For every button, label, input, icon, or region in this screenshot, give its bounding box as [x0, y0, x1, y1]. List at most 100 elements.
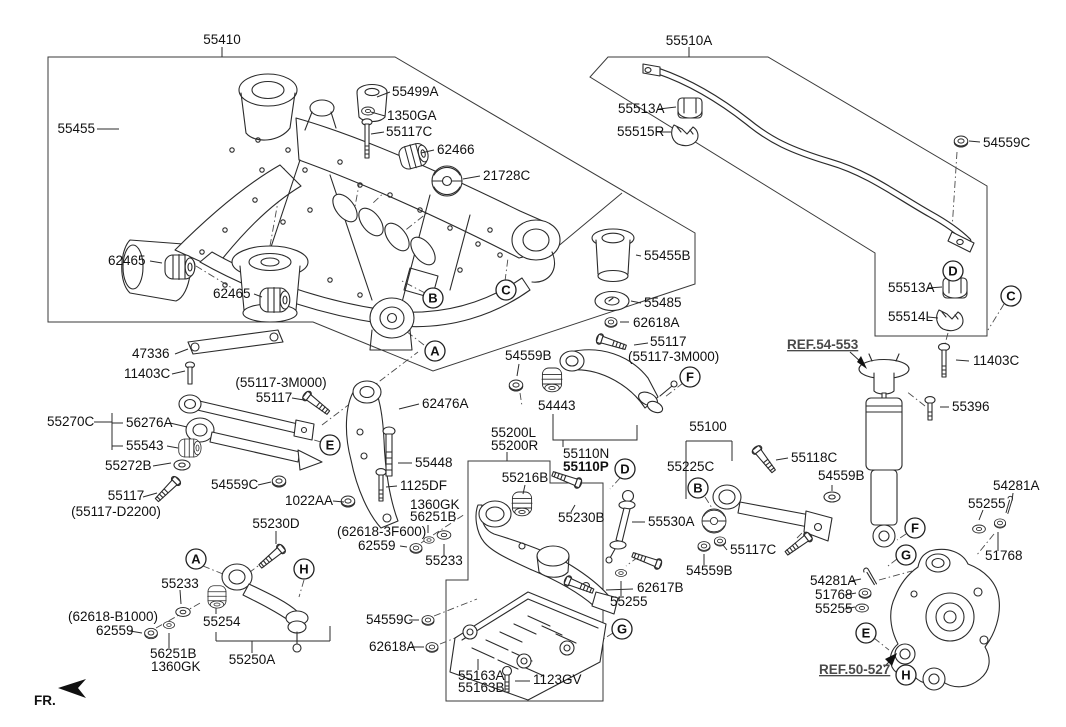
part-label-55110n: 55110N	[563, 446, 609, 461]
part-label-55225c: 55225C	[667, 459, 715, 474]
bolt-55117-3m000-left	[300, 389, 333, 418]
callout-circle	[679, 366, 701, 388]
callout-d-circle: D	[614, 458, 636, 480]
callout-letter: B	[693, 481, 702, 496]
washer-55233-left	[175, 607, 191, 617]
callout-h-circle: H	[293, 558, 315, 580]
part-label-11403c: 11403C	[124, 366, 171, 381]
part-label-55255: 55255	[815, 601, 853, 616]
part-label-55410: 55410	[203, 32, 241, 47]
callout-letter: B	[428, 291, 437, 306]
callout-g-circle: G	[611, 618, 633, 640]
part-label-55233: 55233	[161, 576, 199, 591]
part-label-54559c: 54559C	[211, 477, 259, 492]
washer-1350ga	[361, 106, 375, 116]
washer-55233-right	[436, 530, 452, 540]
part-label-55396: 55396	[952, 399, 990, 414]
assist-arm-55250a-drawing	[221, 563, 309, 653]
nut-62559-right	[409, 543, 423, 554]
washer-55255-right	[972, 524, 986, 534]
part-label--62618-b1000-: (62618-B1000)	[68, 609, 158, 624]
part-label-21728c: 21728C	[483, 168, 531, 183]
part-label-55117: 55117	[108, 488, 145, 503]
callout-letter: D	[948, 264, 957, 279]
fr-direction-arrow	[58, 679, 86, 698]
callout-letter: D	[620, 462, 629, 477]
callout-circle	[422, 287, 444, 309]
part-label-62559: 62559	[96, 623, 134, 638]
part-label-55163a: 55163A	[458, 668, 505, 683]
part-label-56251b: 56251B	[150, 646, 197, 661]
callout-letter: E	[862, 626, 871, 641]
washer-55485-drawing	[594, 290, 630, 312]
upper-arm-55110-drawing	[559, 349, 678, 414]
part-label-51768: 51768	[815, 587, 853, 602]
part-label-54559c: 54559C	[366, 612, 414, 627]
box-55510a	[589, 56, 988, 337]
part-label-55515r: 55515R	[617, 124, 665, 139]
callout-a-circle: A	[424, 340, 446, 362]
pin-54281a-bottom	[861, 567, 880, 586]
part-label-55530a: 55530A	[648, 514, 695, 529]
part-label-55272b: 55272B	[105, 458, 152, 473]
bolt-55396	[924, 396, 936, 421]
skid-plate-55163-drawing	[449, 591, 607, 701]
part-label-62465: 62465	[213, 286, 251, 301]
stabilizer-bracket-55514l	[936, 309, 964, 332]
box-55410	[47, 56, 696, 372]
part-label-55200l: 55200L	[491, 425, 537, 440]
part-label-55510a: 55510A	[666, 33, 713, 48]
nut-62618a-bottom	[425, 642, 439, 653]
part-label-55455: 55455	[57, 121, 95, 136]
bolt-11403c-left	[184, 361, 196, 385]
part-label-55230d: 55230D	[252, 516, 300, 531]
rear-knuckle-drawing	[889, 548, 1000, 691]
bushing-55455b-drawing	[591, 228, 635, 283]
bushing-62465-a	[164, 253, 196, 281]
part-label-56251b: 56251B	[410, 509, 457, 524]
part-label-11403c: 11403C	[973, 353, 1020, 368]
part-label-62559: 62559	[358, 538, 396, 553]
part-label-54443: 54443	[538, 398, 576, 413]
bolt-11403c-right	[937, 342, 951, 378]
part-label-55270c: 55270C	[47, 414, 95, 429]
part-label-55499a: 55499A	[392, 84, 439, 99]
subframe-crossmember-drawing	[121, 73, 561, 351]
bolt-62617b-b	[630, 549, 664, 571]
part-label-55163b: 55163B	[458, 680, 505, 695]
part-label-1125df: 1125DF	[400, 478, 447, 493]
part-label-55233: 55233	[425, 553, 463, 568]
callout-circle	[942, 260, 964, 282]
part-label-1360gk: 1360GK	[410, 497, 460, 512]
part-label-62476a: 62476A	[422, 396, 469, 411]
nut-54559b-center	[508, 379, 524, 392]
part-label-1123gv: 1123GV	[533, 672, 582, 687]
shock-absorber-drawing	[858, 353, 910, 548]
callout-letter: G	[617, 622, 627, 637]
callout-circle	[319, 434, 341, 456]
part-label-55455b: 55455B	[644, 248, 691, 263]
callout-circle	[904, 517, 926, 539]
part-label-55216b: 55216B	[502, 470, 549, 485]
callout-circle	[855, 622, 877, 644]
callout-d-circle: D	[942, 260, 964, 282]
callout-letter: A	[191, 552, 201, 567]
bushing-62465-b	[259, 286, 291, 314]
trailing-link-62476a-drawing	[345, 380, 399, 529]
lateral-arms-55270c-drawing	[178, 394, 323, 471]
part-label-55230b: 55230B	[558, 510, 605, 525]
callout-circle	[424, 340, 446, 362]
stabilizer-bar-drawing	[642, 63, 975, 332]
washer-55255-center	[615, 569, 627, 577]
callout-circle	[614, 458, 636, 480]
part-label-ref-54-553: REF.54-553	[787, 337, 859, 352]
nut-62618a-center	[604, 317, 618, 328]
nut-55117c-right	[713, 536, 727, 547]
callout-letter: A	[430, 344, 440, 359]
part-label-55117c: 55117C	[730, 542, 777, 557]
screw-1123gv	[501, 665, 513, 693]
callout-letter: F	[686, 370, 694, 385]
part-label-55117: 55117	[256, 390, 293, 405]
